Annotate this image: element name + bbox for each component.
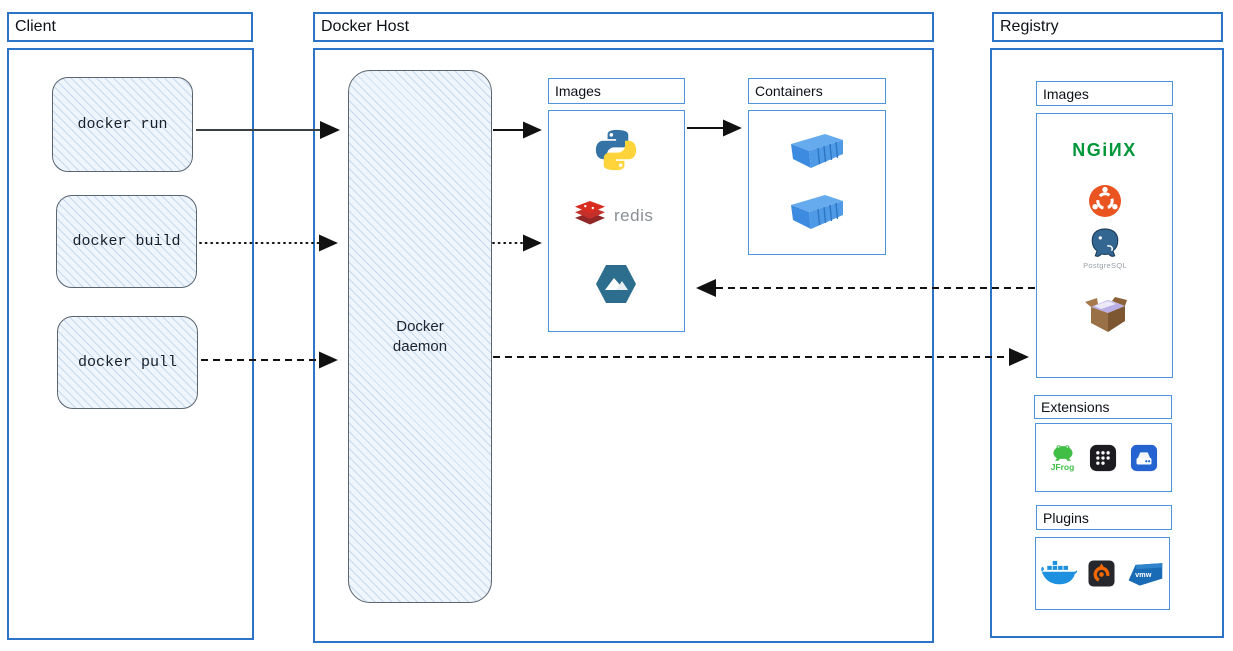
postgresql-label: PostgreSQL — [1083, 261, 1127, 270]
jfrog-frog — [1052, 445, 1073, 461]
plugins-title-bar: Plugins — [1036, 505, 1172, 530]
registry-images-title: Images — [1043, 85, 1089, 102]
containers-title-bar: Containers — [748, 78, 886, 104]
nginx-logo: NGiИX — [1072, 140, 1137, 160]
registry-title-bar: Registry — [992, 12, 1223, 42]
container-icon — [791, 195, 843, 229]
redis-label: redis — [614, 206, 654, 225]
docker-run-label: docker run — [77, 116, 168, 133]
extensions-icons-row: JFrog — [1035, 423, 1172, 492]
postgresql-icon: PostgreSQL — [1083, 227, 1127, 270]
python-icon — [595, 129, 637, 171]
docker-run-node: docker run — [52, 77, 193, 172]
client-title: Client — [15, 18, 56, 35]
plugins-icons-row: vmw — [1035, 537, 1170, 610]
app-grid-icon — [1089, 444, 1116, 471]
docker-host-title-bar: Docker Host — [313, 12, 934, 42]
docker-pull-node: docker pull — [57, 316, 198, 409]
vmware-icon: vmw — [1128, 563, 1163, 586]
registry-images-title-bar: Images — [1036, 81, 1173, 106]
containers-box — [748, 110, 886, 255]
docker-host-title: Docker Host — [321, 18, 410, 35]
docker-whale-icon — [1041, 560, 1077, 585]
container-icon — [791, 134, 843, 168]
postgresql-elephant — [1091, 228, 1119, 257]
jfrog-icon: JFrog — [1050, 443, 1076, 472]
redis-row: redis — [573, 199, 663, 233]
grafana-icon — [1088, 560, 1115, 587]
busybox-icon — [1085, 297, 1127, 332]
plugins-title: Plugins — [1043, 509, 1089, 526]
docker-daemon-node: Docker daemon — [348, 70, 492, 603]
vmware-label: vmw — [1135, 570, 1152, 579]
docker-daemon-label: Docker daemon — [392, 317, 448, 355]
ubuntu-icon — [1089, 185, 1121, 217]
alpine-icon — [596, 265, 636, 303]
extensions-title: Extensions — [1041, 399, 1110, 415]
redis-icon — [575, 201, 605, 225]
disk-usage-icon — [1130, 444, 1157, 471]
docker-pull-label: docker pull — [77, 354, 178, 371]
docker-host-section — [313, 48, 934, 643]
extensions-title-bar: Extensions — [1034, 395, 1172, 419]
registry-title: Registry — [1000, 18, 1059, 35]
containers-title: Containers — [755, 83, 823, 99]
docker-build-node: docker build — [56, 195, 197, 288]
client-section — [7, 48, 254, 640]
host-images-title-bar: Images — [548, 78, 685, 104]
host-images-title: Images — [555, 83, 601, 99]
docker-build-label: docker build — [72, 233, 181, 250]
registry-section — [990, 48, 1224, 638]
jfrog-label: JFrog — [1050, 462, 1075, 472]
client-title-bar: Client — [7, 12, 253, 42]
